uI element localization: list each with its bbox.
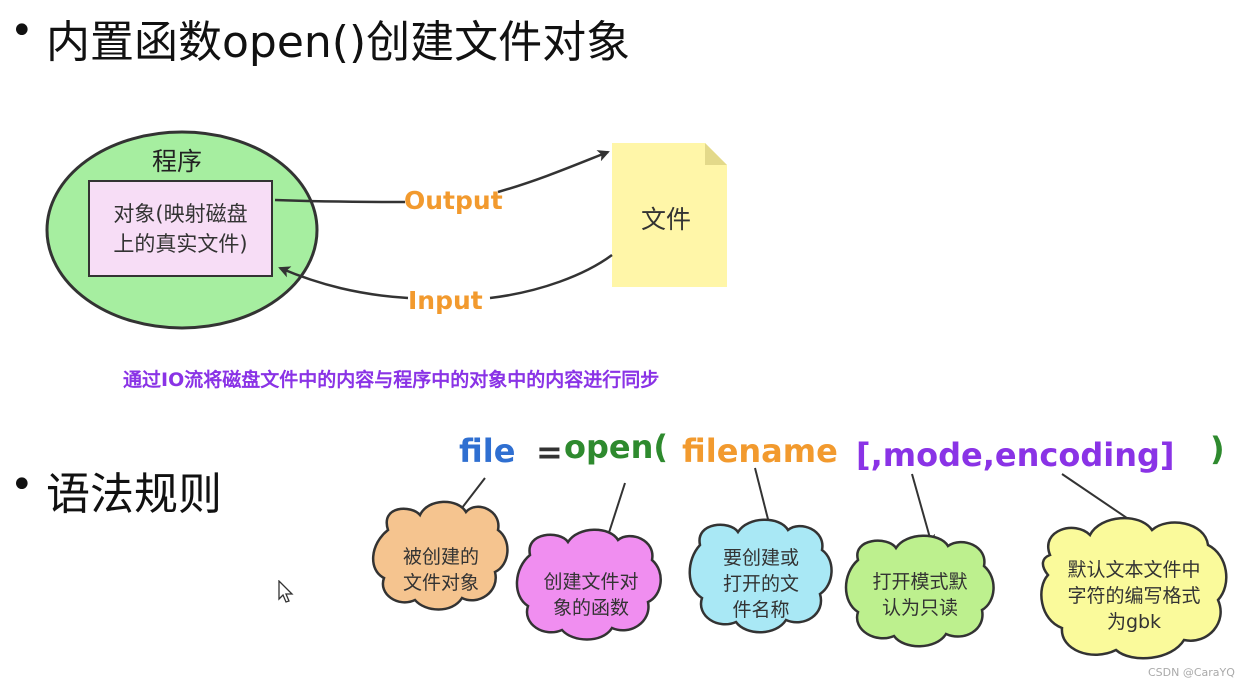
syntax-equals: = — [536, 433, 563, 471]
syntax-filename: filename — [682, 432, 838, 470]
callout-cloud-2 — [515, 528, 662, 641]
input-label: Input — [408, 286, 483, 315]
callout-text-3: 要创建或 打开的文 件名称 — [696, 538, 826, 630]
input-arrow-head-line — [278, 266, 409, 300]
syntax-file: file — [459, 432, 516, 470]
callout-cloud-3 — [688, 518, 833, 634]
syntax-close: ) — [1210, 430, 1225, 468]
callout-4-line-1: 打开模式默 — [872, 571, 968, 593]
callout-text-4: 打开模式默 认为只读 — [852, 555, 988, 635]
object-line-2: 上的真实文件) — [113, 231, 248, 256]
file-fold — [705, 143, 727, 165]
callout-5-line-3: 为gbk — [1106, 611, 1162, 633]
watermark: CSDN @CaraYQ — [1148, 666, 1235, 679]
callout-cloud-4 — [844, 534, 995, 648]
callout-5-line-2: 字符的编写格式 — [1067, 585, 1201, 607]
callout-cloud-1 — [371, 500, 509, 611]
sync-note: 通过IO流将磁盘文件中的内容与程序中的对象中的内容进行同步 — [123, 369, 660, 391]
input-arrow-line — [489, 253, 613, 300]
heading2-bullet: • — [10, 462, 34, 508]
callout-cloud-5 — [1040, 516, 1228, 660]
callout-5-line-1: 默认文本文件中 — [1067, 559, 1201, 581]
mouse-cursor-icon — [278, 580, 294, 603]
heading2-title: 语法规则 — [46, 469, 222, 520]
callout-3-line-1: 要创建或 — [722, 547, 799, 569]
callout-2-line-1: 创建文件对 — [543, 571, 639, 593]
syntax-options: [,mode,encoding] — [856, 436, 1175, 474]
heading1-title: 内置函数open()创建文件对象 — [46, 17, 631, 68]
object-line-1: 对象(映射磁盘 — [113, 201, 248, 226]
callout-4-line-2: 认为只读 — [881, 597, 958, 619]
callout-3-line-2: 打开的文 — [722, 573, 799, 595]
callout-text-1: 被创建的 文件对象 — [382, 530, 500, 610]
file-label: 文件 — [641, 205, 692, 234]
object-box: 对象(映射磁盘 上的真实文件) — [88, 180, 273, 277]
heading1-bullet: • — [10, 8, 34, 54]
pointer-arrow-mode — [911, 473, 936, 547]
output-arrow — [274, 198, 406, 204]
callout-text-5: 默认文本文件中 字符的编写格式 为gbk — [1046, 548, 1222, 644]
callout-3-line-3: 件名称 — [732, 599, 790, 621]
callout-1-line-1: 被创建的 — [402, 546, 479, 568]
output-label: Output — [404, 186, 503, 215]
callout-1-line-2: 文件对象 — [402, 572, 479, 594]
callout-text-2: 创建文件对 象的函数 — [526, 555, 656, 635]
callout-2-line-2: 象的函数 — [552, 597, 629, 619]
file-shape — [612, 143, 727, 287]
syntax-open: open( — [564, 428, 668, 466]
program-label: 程序 — [152, 147, 203, 176]
output-arrow-head-line — [497, 150, 610, 194]
